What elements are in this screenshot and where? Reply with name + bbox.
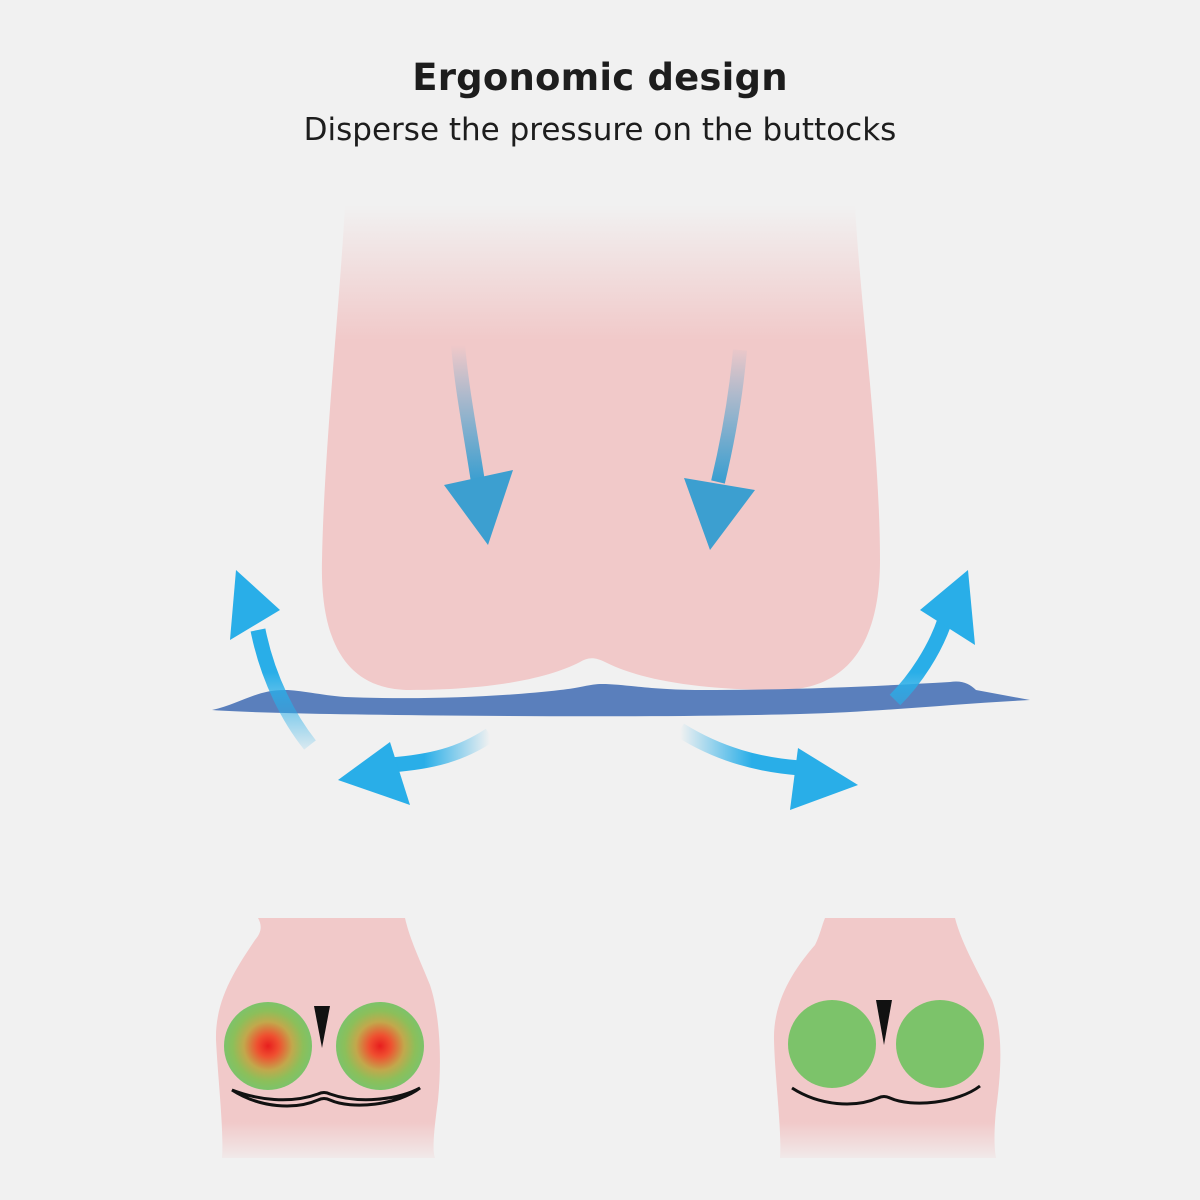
pressure-hotspot-left	[224, 1002, 312, 1090]
down-arrow-right	[684, 349, 755, 550]
spread-arrow-down-right	[676, 723, 858, 810]
left-comparison-figure	[215, 918, 440, 1158]
page-subtitle: Disperse the pressure on the buttocks	[303, 112, 897, 148]
dispersed-area-left	[788, 1000, 876, 1088]
pressure-hotspot-right	[336, 1002, 424, 1090]
cushion-shape	[212, 681, 1030, 717]
page-title: Ergonomic design	[412, 56, 788, 99]
right-comparison-figure	[773, 918, 1001, 1158]
spread-arrow-up-right	[889, 570, 975, 706]
spread-arrow-up-left	[230, 570, 316, 750]
down-arrow-left	[444, 344, 513, 545]
spread-arrow-down-left	[338, 728, 495, 805]
dispersed-area-right	[896, 1000, 984, 1088]
main-body-shape	[321, 205, 880, 690]
